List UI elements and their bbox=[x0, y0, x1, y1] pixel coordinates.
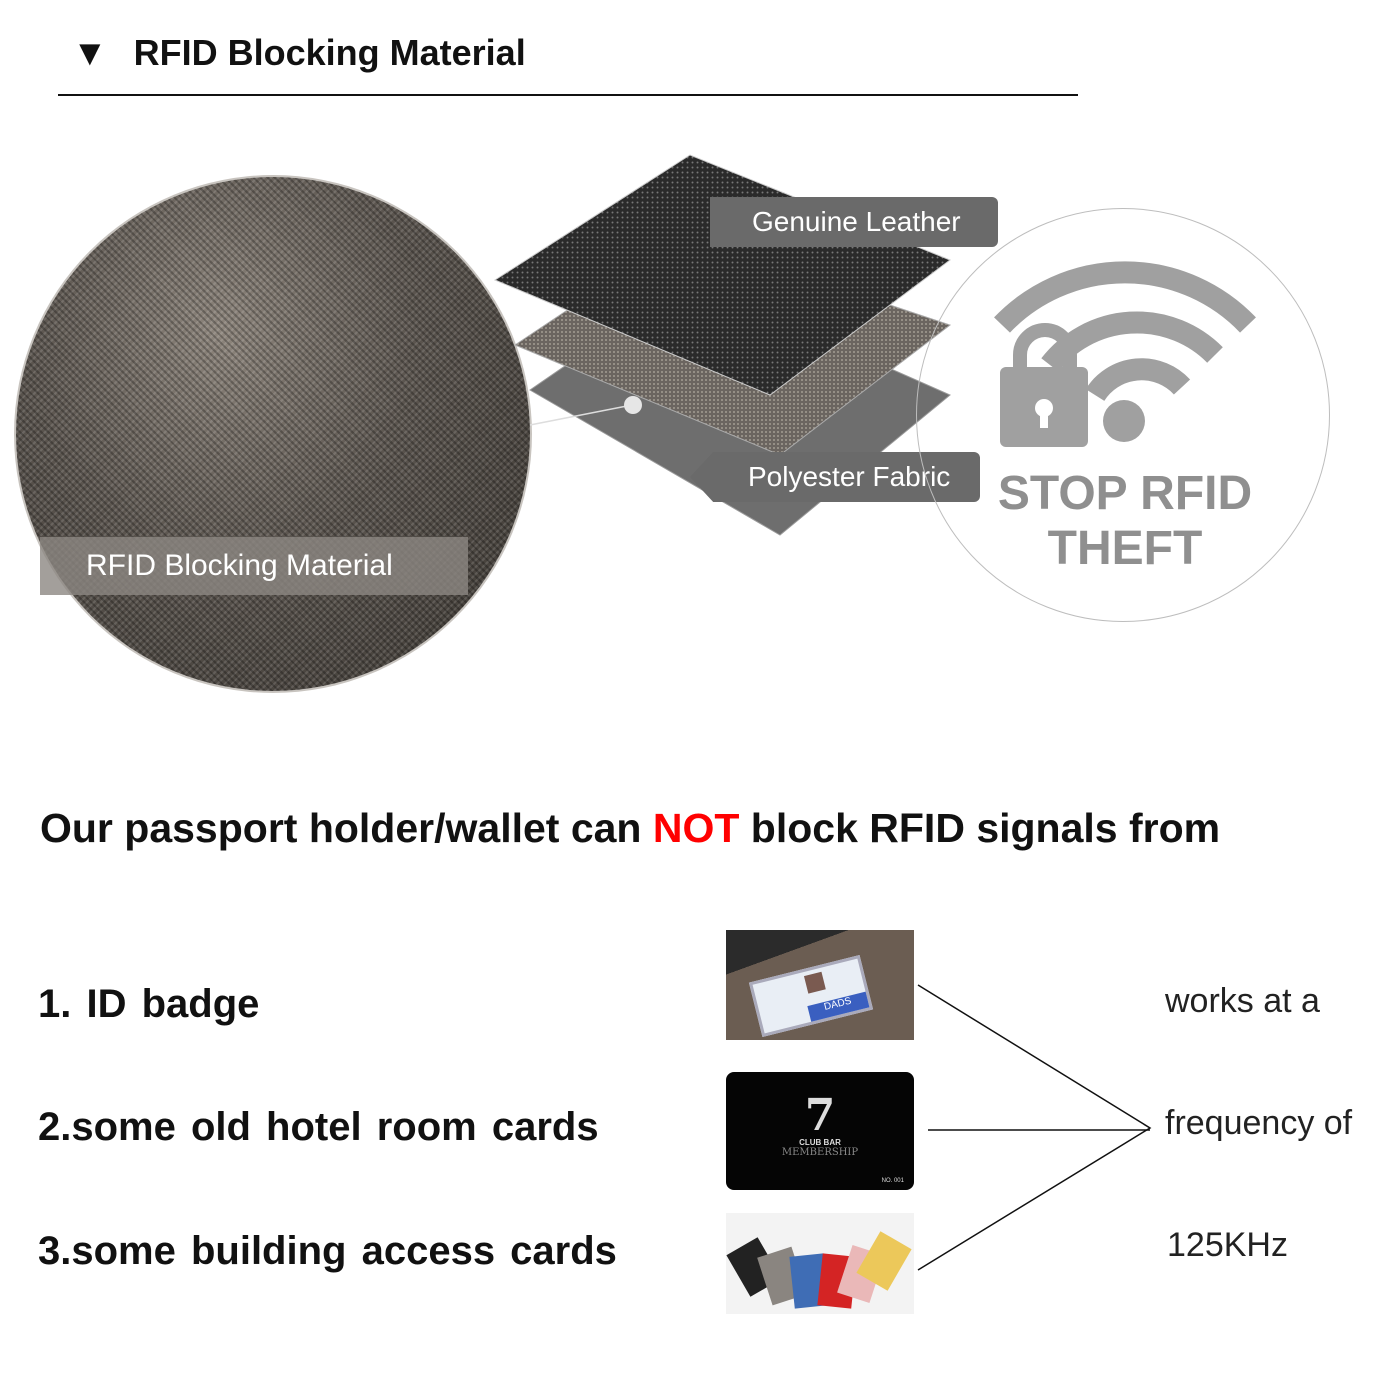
not-highlight: NOT bbox=[652, 805, 740, 851]
pointer-dot bbox=[624, 396, 642, 414]
wifi-lock-icon bbox=[994, 261, 1256, 447]
list-item: 1. ID badge bbox=[38, 982, 260, 1026]
fabric-closeup-image bbox=[16, 177, 530, 691]
hotel-card-image: 7 CLUB BAR MEMBERSHIP NO. 001 bbox=[726, 1072, 914, 1190]
leather-label: Genuine Leather bbox=[710, 197, 998, 247]
notice-sentence: Our passport holder/wallet can NOT block… bbox=[40, 805, 1221, 851]
list-item: 2.some old hotel room cards bbox=[38, 1105, 599, 1149]
frequency-value: 125KHz bbox=[1167, 1226, 1288, 1264]
divider bbox=[58, 94, 1078, 96]
list-item: 3.some building access cards bbox=[38, 1229, 617, 1273]
frequency-line-2: frequency of bbox=[1165, 1104, 1353, 1142]
stop-rfid-badge bbox=[916, 208, 1330, 622]
section-header: ▼ RFID Blocking Material bbox=[72, 32, 526, 74]
access-cards-image bbox=[726, 1213, 914, 1314]
section-title: RFID Blocking Material bbox=[133, 32, 526, 73]
connector-lines bbox=[917, 984, 1152, 1271]
frequency-line-1: works at a bbox=[1165, 982, 1320, 1020]
id-badge-image: DADS bbox=[726, 930, 914, 1040]
triangle-down-icon: ▼ bbox=[72, 32, 108, 73]
fabric-label: RFID Blocking Material bbox=[40, 537, 468, 595]
